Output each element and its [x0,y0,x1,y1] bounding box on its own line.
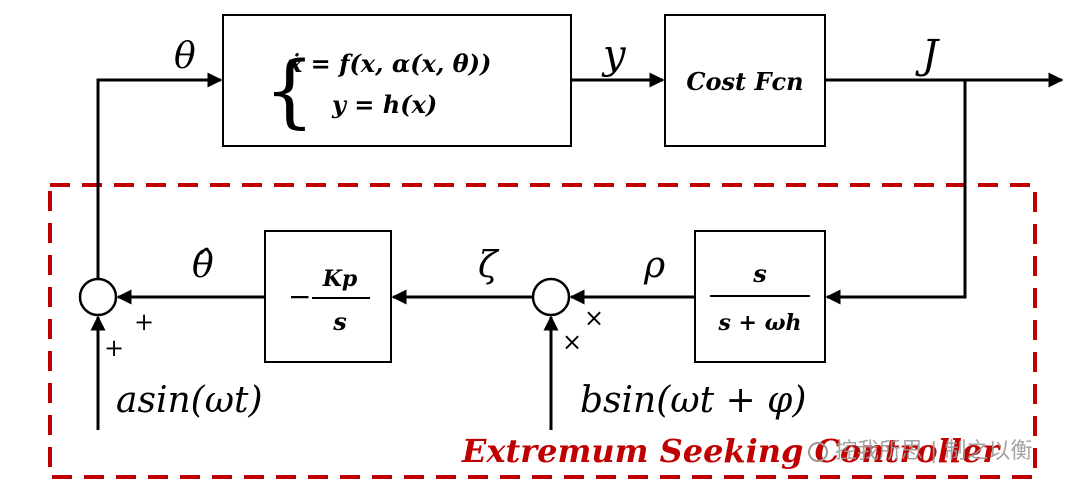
wire-sum-to-plant [96,72,223,279]
integrator-block [264,230,392,363]
signal-zeta: ζ [478,245,500,286]
signal-theta: θ [174,36,196,77]
wire-feedback-to-filter [825,80,967,305]
dither-signal-label: asin(ωt) [116,380,263,421]
plant-equation-state: ẋ = f(x, α(x, θ)) [287,49,491,78]
controller-boundary [48,183,1037,479]
cost-function-block [664,14,826,147]
signal-theta-hat: θ̂ [192,245,214,286]
watermark-icon [808,442,828,462]
signal-J: J [915,32,940,78]
watermark-text: 控我所思 | 制之以衡 [835,439,1032,464]
summing-junction [78,277,118,317]
controller-label: Extremum Seeking Controller [461,432,1001,470]
plant-block [222,14,572,147]
cost-function-label: Cost Fcn [686,67,803,96]
filter-denominator: s + ωh [717,310,801,336]
mult-sign-bottom: × [562,328,582,356]
mult-sign-right: × [584,304,604,332]
signal-y: y [601,32,627,78]
integrator-sign: − [288,280,311,313]
sum-sign-right: + [134,308,154,336]
sum-sign-bottom: + [104,334,124,362]
plant-brace: { [264,44,315,137]
plant-equation-output: y = h(x) [331,90,437,119]
demod-signal-label: bsin(ωt + φ) [580,380,806,421]
filter-numerator: s [752,259,767,288]
integrator-denominator: s [332,307,347,336]
signal-rho: ρ [643,245,665,286]
multiplier-junction [531,277,571,317]
integrator-numerator: Kp [322,266,358,292]
